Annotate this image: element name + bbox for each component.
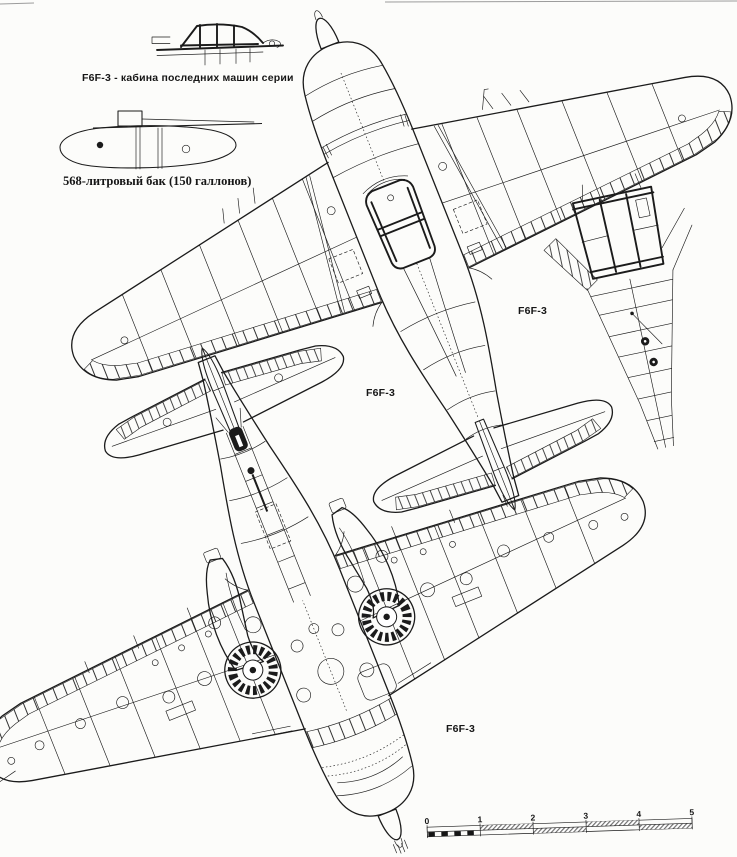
bottom-view-wing-detail xyxy=(0,247,669,836)
top-view-aircraft xyxy=(0,0,737,642)
top-view-hatches xyxy=(120,114,686,345)
cockpit-canopy-top-view xyxy=(362,175,436,270)
top-view-airframe xyxy=(0,0,737,642)
page-edge-marks xyxy=(0,0,737,5)
bottom-view-aircraft xyxy=(0,216,730,857)
top-view-wing-detail xyxy=(48,22,737,611)
scale-number: 4 xyxy=(636,809,641,819)
belly-keel xyxy=(220,426,347,711)
scale-number: 1 xyxy=(477,814,482,824)
scale-bar: 0 1 2 3 4 5 xyxy=(424,807,695,839)
canopy-inset-label: F6F-3 - кабина последних машин серии xyxy=(82,72,294,84)
tie-down-fittings xyxy=(0,494,508,785)
canopy-side-inset xyxy=(151,23,284,66)
arrester-hook xyxy=(247,467,292,550)
fuel-tank-label: 568-литровый бак (150 галлонов) xyxy=(63,174,251,188)
scale-number: 3 xyxy=(583,811,588,821)
fuselage-canopy-inset xyxy=(543,173,693,450)
scale-number: 5 xyxy=(689,807,694,817)
scale-number: 0 xyxy=(424,816,429,826)
tail-wheel xyxy=(215,407,248,452)
cowling-underside xyxy=(252,662,433,854)
wing-fold-lines xyxy=(305,124,507,314)
scale-number: 2 xyxy=(530,812,535,822)
inspection-hatches xyxy=(7,373,629,765)
canopy-frame xyxy=(571,173,665,280)
fuel-tank-inset xyxy=(59,110,263,170)
bottom-view-airframe xyxy=(0,216,730,857)
rear-fuselage-frames xyxy=(586,269,675,450)
gun-barrels xyxy=(222,88,530,224)
walkway-panels xyxy=(328,199,488,299)
variant-label-top-view: F6F-3 xyxy=(366,387,395,399)
landing-gear-port xyxy=(314,488,423,653)
variant-label-bottom-view: F6F-3 xyxy=(446,723,475,735)
variant-label-fuselage-inset: F6F-3 xyxy=(518,305,547,317)
top-view-fuselage-panel-lines xyxy=(304,64,502,440)
